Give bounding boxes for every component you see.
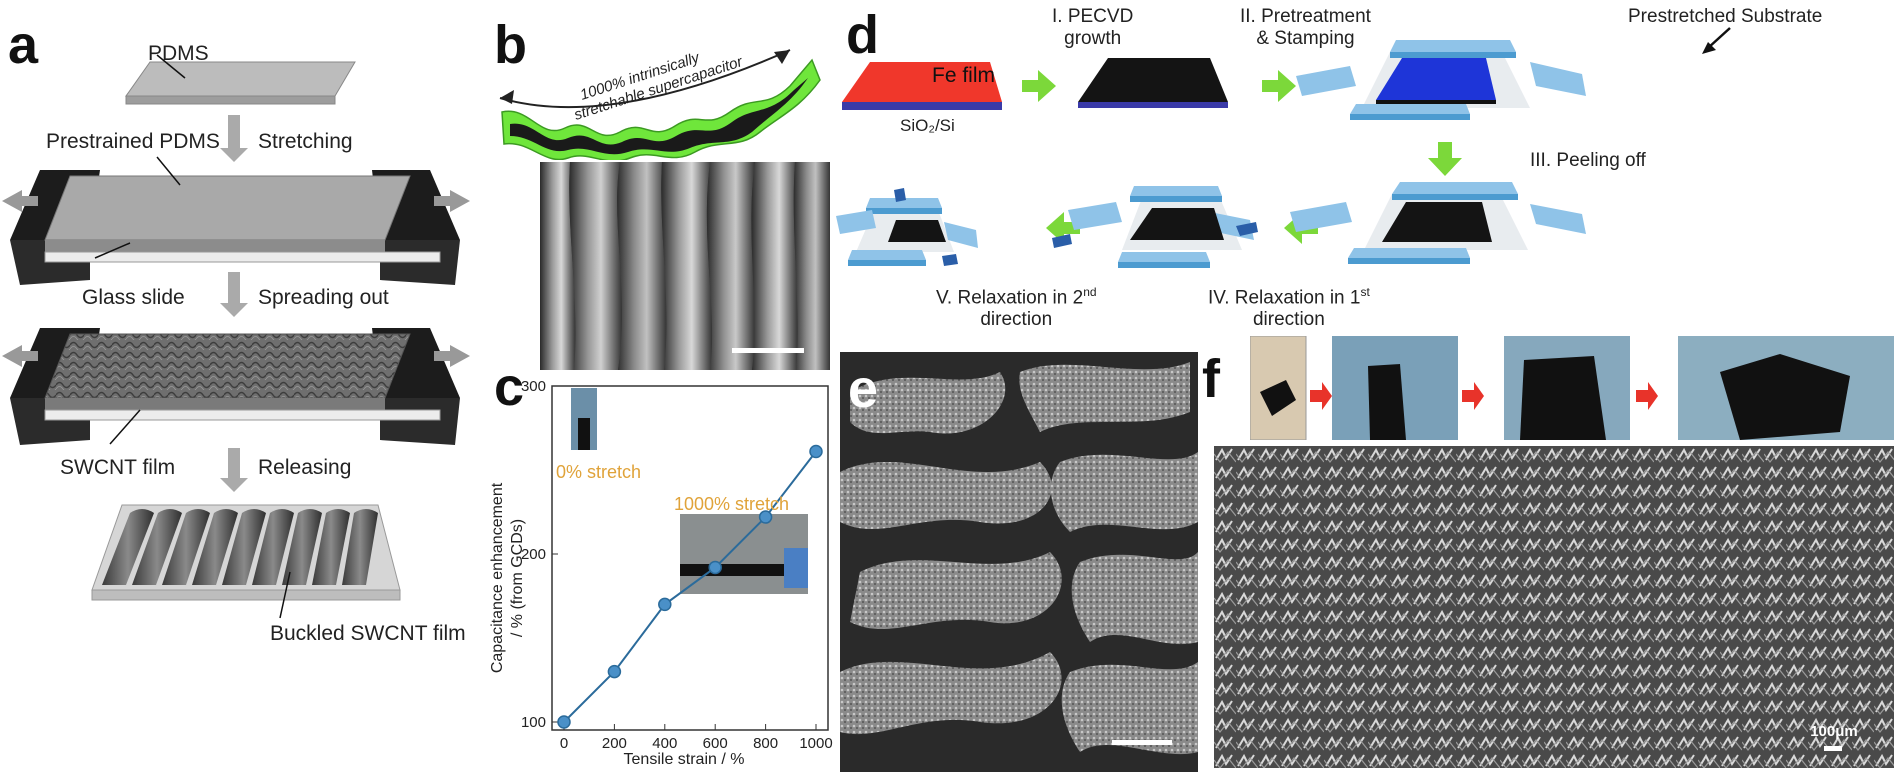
panel-e-sem-image [840, 352, 1198, 772]
chart-ylabel-line1: Capacitance enhancement [489, 482, 506, 673]
label-swcnt-film: SWCNT film [60, 456, 176, 479]
scale-bar-f [1824, 746, 1842, 751]
x-tick-label: 400 [652, 735, 677, 752]
label-fe-film: Fe film [932, 64, 995, 87]
data-point [607, 664, 622, 679]
x-tick-label: 0 [560, 735, 568, 752]
data-point [557, 715, 571, 729]
data-point [758, 510, 773, 524]
x-tick-label: 200 [602, 735, 627, 752]
spreading-arrow [220, 272, 248, 317]
label-step2: II. Pretreatment & Stamping [1240, 6, 1371, 50]
releasing-arrow [220, 448, 248, 492]
step5-line1: V. Relaxation in 2nd [936, 285, 1097, 309]
annotation-0-stretch: 0% stretch [556, 462, 641, 482]
series-line [563, 450, 817, 723]
label-step1: I. PECVD growth [1052, 6, 1133, 50]
label-step4: IV. Relaxation in 1st direction [1208, 285, 1370, 331]
annotation-1000-stretch: 1000% stretch [674, 494, 789, 514]
y-tick-label: 200 [521, 546, 546, 563]
chart-xlabel: Tensile strain / % [624, 751, 745, 768]
pdms-pointer [156, 54, 186, 79]
data-point [809, 444, 823, 459]
scale-bar-b [732, 348, 804, 353]
label-substrate: SiO₂/Si [900, 116, 955, 135]
panel-letter-c: c [494, 357, 525, 417]
chart-ylabel-line2: / % (from GCDs) [509, 519, 526, 637]
step4-line1: IV. Relaxation in 1st [1208, 285, 1370, 309]
panel-letter-f: f [1202, 349, 1220, 409]
step5-line2: direction [980, 309, 1053, 331]
stretching-arrow [220, 115, 248, 162]
label-spreading-out: Spreading out [258, 286, 389, 309]
data-point [658, 597, 672, 612]
label-stretching: Stretching [258, 130, 353, 153]
capacitance-chart: Capacitance enhancement / % (from GCDs) … [489, 378, 833, 768]
panel-d-process-diagram [836, 27, 1731, 268]
panel-f-photo-sequence [1250, 336, 1894, 440]
x-tick-label: 600 [703, 735, 728, 752]
step1-line2: growth [1064, 27, 1122, 49]
label-buckled-swcnt-film: Buckled SWCNT film [270, 622, 466, 645]
panel-letter-d: d [846, 5, 879, 65]
panel-letter-a: a [8, 15, 39, 75]
panel-b-sem-image [540, 162, 830, 370]
label-step3: III. Peeling off [1530, 150, 1646, 171]
scale-label-f: 100μm [1810, 723, 1858, 740]
step2-line1: II. Pretreatment [1240, 6, 1371, 27]
label-prestretched-substrate: Prestretched Substrate [1628, 6, 1823, 27]
step1-line1: I. PECVD [1052, 6, 1134, 27]
label-glass-slide: Glass slide [82, 286, 185, 309]
x-tick-label: 800 [753, 735, 778, 752]
label-step5: V. Relaxation in 2nd direction [936, 285, 1097, 331]
y-tick-label: 300 [521, 378, 546, 395]
panel-a-diagram [2, 54, 470, 619]
buckled-cylinders [102, 509, 378, 585]
panel-f-sem-image: 100μm [1214, 446, 1894, 768]
stretchable-supercapacitor-illustration: 1000% intrinsically stretchable supercap… [499, 49, 821, 160]
y-tick-label: 100 [521, 714, 546, 731]
panel-letter-e: e [848, 359, 879, 419]
step2-line2: & Stamping [1256, 27, 1355, 49]
x-tick-label: 1000 [799, 735, 832, 752]
data-point [708, 560, 722, 575]
step4-line2: direction [1252, 309, 1325, 331]
prestretched-substrate [1290, 40, 1586, 232]
scale-bar-e [1112, 740, 1172, 745]
label-prestrained-pdms: Prestrained PDMS [46, 130, 220, 153]
chart-frame [551, 385, 829, 731]
panel-letter-b: b [494, 15, 527, 75]
label-pdms: PDMS [148, 42, 209, 65]
label-releasing: Releasing [258, 456, 352, 479]
